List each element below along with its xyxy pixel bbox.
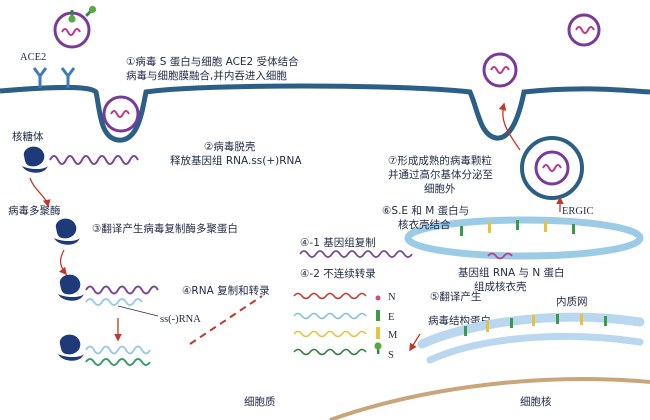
dashed-connector: [189, 295, 263, 345]
nucleocapsid-text-line2: 组成核衣壳: [474, 280, 527, 293]
nucleocapsid-text-line1: 基因组 RNA 与 N 蛋白: [458, 266, 565, 279]
ace2-receptor-2: [60, 67, 76, 88]
cytoplasm-label: 细胞质: [244, 395, 276, 408]
sgrna-n: [293, 292, 367, 300]
er-membrane-inner: [426, 332, 644, 364]
legend-s-letter: S: [388, 350, 394, 361]
virus-exocytosis: [482, 52, 518, 88]
polymerase-label: 病毒多聚酶: [8, 204, 61, 217]
ribosome-label: 核糖体: [12, 130, 44, 143]
legend-m-letter: M: [388, 330, 398, 341]
legend-m-icon: [376, 327, 380, 339]
step4-text: ④RNA 复制和转录: [182, 284, 270, 297]
ribosome-translation-icon: [54, 218, 80, 245]
step4-2-text: ④-2 不连续转录: [300, 267, 376, 280]
legend-e-letter: E: [388, 312, 394, 323]
ergic-proteins: [460, 220, 575, 236]
step3-text: ③翻译产生病毒复制酶多聚蛋白: [92, 222, 238, 235]
virus-particle-entering: [53, 4, 98, 49]
step4-1-text: ④-1 基因组复制: [300, 236, 376, 249]
ss-minus-label: ss(-)RNA: [160, 314, 201, 325]
step7-text-line1: ⑦形成成熟的病毒颗粒: [388, 154, 492, 167]
step7-text-line2: 并通过高尔基体分泌至: [388, 168, 493, 181]
step1-text-line1: ①病毒 S 蛋白与细胞 ACE2 受体结合: [126, 55, 299, 68]
copy-rna-blue: [85, 345, 151, 355]
sgrna-e: [293, 312, 367, 320]
nucleocapsid-rna: [487, 252, 513, 260]
er-label: 内质网: [556, 295, 588, 308]
template-rna: [85, 285, 159, 295]
nuclear-envelope: [329, 377, 650, 420]
er-membrane-outer: [417, 312, 645, 349]
sgrna-s: [293, 348, 367, 356]
endocytosed-virus: [102, 95, 140, 133]
step2-text-line2: 释放基因组 RNA.ss(+)RNA: [170, 154, 302, 167]
replicase-icon: [58, 334, 84, 361]
pointer-line: [117, 305, 159, 317]
new-minus-rna: [85, 298, 143, 306]
step1-text-line2: 病毒与细胞膜融合,并内吞进入细胞: [126, 69, 287, 82]
flow-arrow-2: [59, 249, 67, 276]
flow-arrow-5: [409, 333, 421, 352]
golgi-vesicle: [520, 136, 584, 200]
er-proteins: [464, 314, 607, 336]
ergic-compartment: [404, 216, 644, 260]
step5-text: ⑤翻译产生: [430, 290, 481, 303]
ace2-receptor-1: [32, 67, 48, 88]
ace2-label: ACE2: [20, 52, 46, 63]
genome-replication-rna: [299, 250, 413, 258]
legend-e-icon: [376, 310, 380, 321]
step2-text-line1: ②病毒脱壳: [204, 140, 256, 153]
legend-n-letter: N: [388, 292, 396, 303]
copy-rna-green: [85, 358, 151, 366]
flow-arrow-7: [498, 102, 521, 151]
flow-arrow-1: [29, 177, 51, 208]
ribosome-icon: [22, 146, 48, 173]
step7-text-line3: 细胞外: [424, 182, 456, 195]
legend-s-icon: [374, 342, 382, 354]
nucleus-label: 细胞核: [520, 395, 552, 408]
legend-n-icon: [375, 295, 381, 301]
ergic-label: ERGIC: [562, 206, 594, 217]
step6-text-line1: ⑥S.E 和 M 蛋白与: [382, 204, 469, 217]
cell-membrane: [0, 83, 650, 143]
ss-plus-rna: [49, 155, 139, 165]
virus-released: [567, 13, 601, 47]
polymerase-complex-icon: [58, 274, 84, 301]
sgrna-m: [293, 330, 367, 338]
step6-text-line2: 核衣壳结合: [398, 218, 451, 231]
